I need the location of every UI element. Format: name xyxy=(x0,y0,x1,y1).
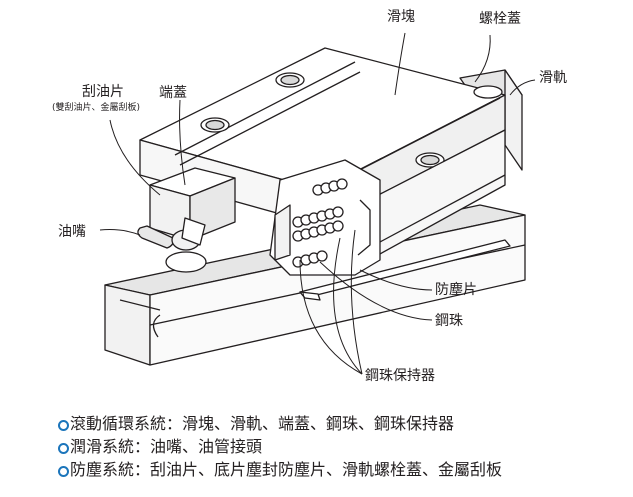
end-cap xyxy=(149,167,236,241)
grease-nipple xyxy=(137,217,207,273)
label-scraper-sub: (雙刮油片、金屬刮板) xyxy=(52,103,141,113)
label-grease-nipple: 油嘴 xyxy=(58,224,86,240)
label-scraper: 刮油片 xyxy=(82,84,124,100)
leader-lines xyxy=(99,32,536,375)
legend-text: 潤滑系統：油嘴、油管接頭 xyxy=(70,437,263,456)
bullet-icon xyxy=(58,443,69,454)
label-end-cap: 端蓋 xyxy=(159,85,187,101)
label-dust-seal: 防塵片 xyxy=(435,282,477,298)
bullet-icon xyxy=(58,420,69,431)
bullet-icon xyxy=(58,466,69,477)
legend-text: 防塵系統：刮油片、底片塵封防塵片、滑軌螺栓蓋、金屬刮板 xyxy=(70,460,503,479)
rail-bolt-cap xyxy=(473,85,503,99)
ball-cutaway xyxy=(269,159,381,276)
legend-text: 滾動循環系統：滑塊、滑軌、端蓋、鋼珠、鋼珠保持器 xyxy=(70,414,455,433)
label-rail-cap: 螺栓蓋 xyxy=(479,11,521,27)
label-rail: 滑軌 xyxy=(539,70,567,86)
label-slider: 滑塊 xyxy=(387,9,415,25)
label-steel-ball: 鋼珠 xyxy=(435,313,463,329)
label-ball-retainer: 鋼珠保持器 xyxy=(365,368,435,384)
